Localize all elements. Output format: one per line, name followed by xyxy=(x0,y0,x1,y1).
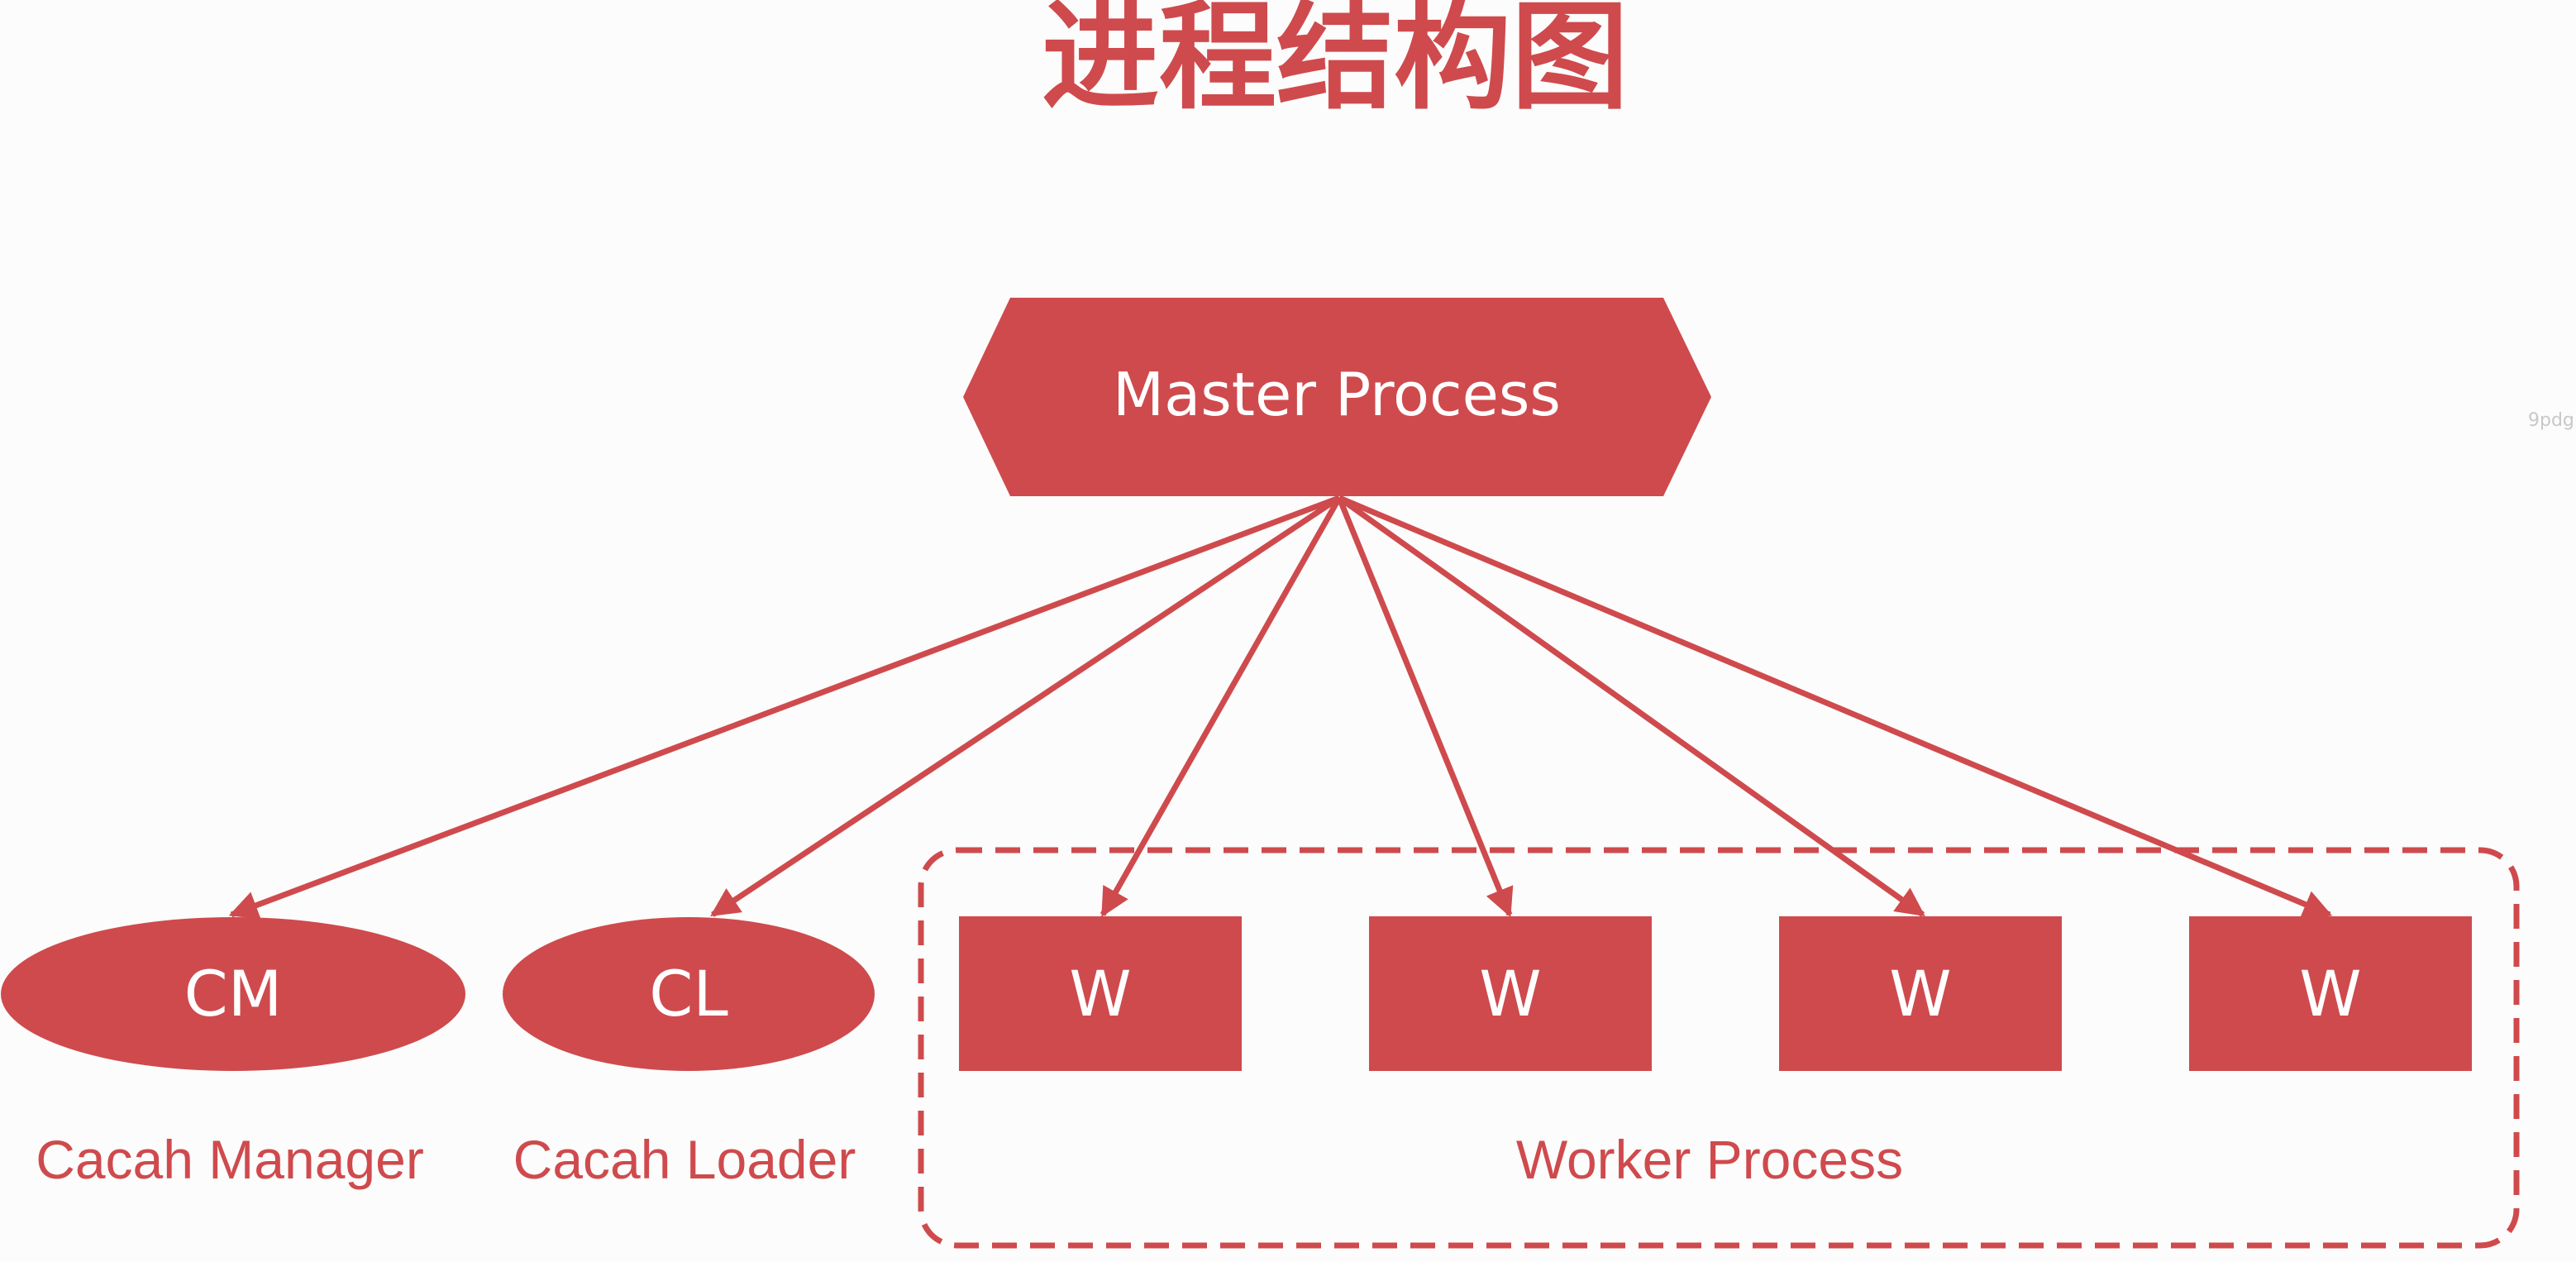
master-process-node: Master Process xyxy=(963,298,1711,496)
diagram-title: 进程结构图 xyxy=(1042,0,1629,126)
master-process-label: Master Process xyxy=(1113,360,1561,429)
arrow-to-worker-2 xyxy=(1336,496,1514,918)
cache-loader-shape xyxy=(503,917,875,1071)
arrow-to-cm xyxy=(228,495,1341,920)
master-process-shape xyxy=(963,298,1711,496)
arrow-to-worker-3 xyxy=(1337,495,1925,917)
arrow-to-worker-1 xyxy=(1100,496,1343,918)
worker-node: W xyxy=(1779,916,2062,1071)
worker-label: W xyxy=(2299,957,2361,1030)
arrow-to-worker-4 xyxy=(1338,495,2333,918)
watermark-text: 9pdg xyxy=(2528,410,2574,431)
worker-node: W xyxy=(1369,916,1652,1071)
worker-shape xyxy=(1779,916,2062,1071)
worker-group-box xyxy=(918,847,2520,1249)
worker-label: W xyxy=(1479,957,1541,1030)
worker-label: W xyxy=(1069,957,1131,1030)
cache-manager-label: CM xyxy=(184,957,283,1030)
cache-manager-shape xyxy=(1,917,465,1071)
worker-node: W xyxy=(959,916,1242,1071)
cache-manager-node: CM xyxy=(1,917,465,1071)
worker-node: W xyxy=(2189,916,2472,1071)
worker-label: W xyxy=(1889,957,1951,1030)
arrow-to-cl xyxy=(710,495,1341,917)
worker-process-caption: Worker Process xyxy=(1516,1129,1903,1190)
worker-shape xyxy=(959,916,1242,1071)
worker-shape xyxy=(2189,916,2472,1071)
cache-loader-caption: Cacah Loader xyxy=(513,1129,856,1190)
cache-loader-node: CL xyxy=(503,917,875,1071)
cache-manager-caption: Cacah Manager xyxy=(36,1129,424,1190)
cache-loader-label: CL xyxy=(649,957,727,1030)
connector-arrows xyxy=(228,495,2333,920)
worker-shape xyxy=(1369,916,1652,1071)
